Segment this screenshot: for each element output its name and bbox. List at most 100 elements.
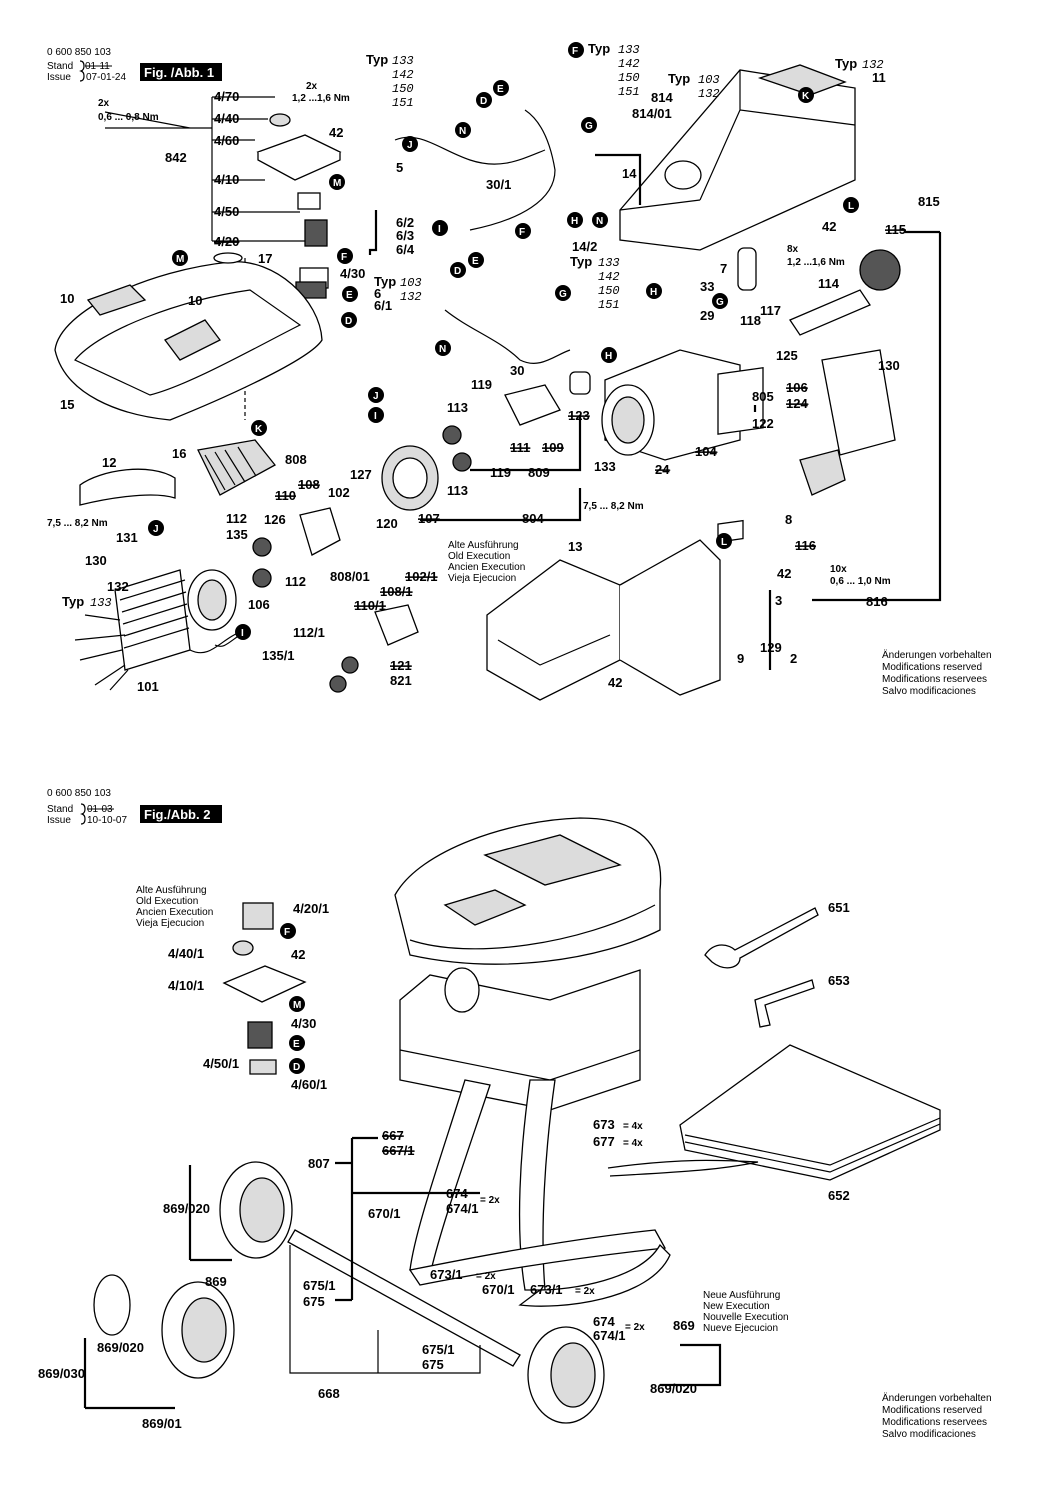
spanner bbox=[704, 907, 819, 969]
svg-text:Alte Ausführung: Alte Ausführung bbox=[448, 540, 519, 551]
label-651: 651 bbox=[828, 900, 850, 915]
typ-label-f: Typ bbox=[374, 274, 396, 289]
label-673: 673 bbox=[593, 1117, 615, 1132]
label-4-60: 4/60 bbox=[214, 133, 239, 148]
svg-text:Nueve Ejecucion: Nueve Ejecucion bbox=[703, 1323, 778, 1334]
svg-text:N: N bbox=[439, 344, 446, 355]
label-113-a: 113 bbox=[447, 400, 468, 415]
label-9: 9 bbox=[737, 651, 744, 666]
typ-b-3: 151 bbox=[618, 85, 640, 99]
label-674-a: 674 bbox=[446, 1186, 468, 1201]
svg-text:F: F bbox=[519, 227, 525, 238]
typ-b-2: 150 bbox=[618, 71, 640, 85]
svg-text:F: F bbox=[341, 252, 347, 263]
label-670-1-b: 670/1 bbox=[482, 1282, 515, 1297]
label-10b: 10 bbox=[188, 293, 202, 308]
label-653: 653 bbox=[828, 973, 850, 988]
bubble-h-3: H bbox=[646, 283, 662, 299]
bubble-f-2: F bbox=[337, 248, 353, 264]
label-821: 821 bbox=[390, 673, 412, 688]
label-12: 12 bbox=[102, 455, 116, 470]
svg-text:Vieja Ejecucion: Vieja Ejecucion bbox=[448, 573, 516, 584]
label-130-filter: 130 bbox=[878, 358, 900, 373]
label-4-10-1: 4/10/1 bbox=[168, 978, 204, 993]
torque-4: 7,5 ... 8,2 Nm bbox=[47, 518, 108, 529]
svg-text:F: F bbox=[572, 46, 578, 57]
svg-text:L: L bbox=[721, 537, 727, 548]
label-106-b: 106 bbox=[248, 597, 270, 612]
fig1-modifications-note: Änderungen vorbehalten Modifications res… bbox=[882, 649, 992, 697]
label-125: 125 bbox=[776, 348, 798, 363]
label-4-30: 4/30 bbox=[340, 266, 365, 281]
label-6-1: 6/1 bbox=[374, 298, 392, 313]
label-869-b: 869 bbox=[673, 1318, 695, 1333]
label-814-01: 814/01 bbox=[632, 106, 672, 121]
label-126: 126 bbox=[264, 512, 286, 527]
svg-text:K: K bbox=[802, 91, 810, 102]
bubble-e-3: E bbox=[468, 252, 484, 268]
label-869-a: 869 bbox=[205, 1274, 227, 1289]
svg-text:Old Execution: Old Execution bbox=[136, 896, 198, 907]
label-109: 109 bbox=[542, 440, 564, 455]
bubble-i-3: I bbox=[235, 624, 251, 640]
torque-6-qty: 10x bbox=[830, 564, 847, 575]
fig2-connector-bubbles: F M E D bbox=[280, 923, 305, 1074]
typ-label-d: Typ bbox=[835, 56, 857, 71]
svg-text:J: J bbox=[153, 524, 159, 535]
label-4-70: 4/70 bbox=[214, 89, 239, 104]
fig1-old-execution-note: Alte Ausführung Old Execution Ancien Exe… bbox=[448, 540, 525, 584]
fig2-stand-label: Stand bbox=[47, 804, 73, 815]
svg-text:Änderungen vorbehalten: Änderungen vorbehalten bbox=[882, 1392, 992, 1404]
label-111: 111 bbox=[510, 440, 530, 455]
svg-text:D: D bbox=[345, 316, 352, 327]
label-2: 2 bbox=[790, 651, 797, 666]
typ-d: 132 bbox=[862, 58, 884, 72]
label-135-1: 135/1 bbox=[262, 648, 295, 663]
label-667: 667 bbox=[382, 1128, 404, 1143]
label-667-1: 667/1 bbox=[382, 1143, 415, 1158]
fig1-issue-label: Issue bbox=[47, 72, 71, 83]
label-668: 668 bbox=[318, 1386, 340, 1401]
bubble-d-3: D bbox=[450, 262, 466, 278]
svg-text:Ancien Execution: Ancien Execution bbox=[136, 907, 213, 918]
bubble-i-1: I bbox=[432, 220, 448, 236]
typ-g: 133 bbox=[90, 596, 112, 610]
bubble-k-2: K bbox=[251, 420, 267, 436]
label-132: 132 bbox=[107, 579, 129, 594]
label-869-030: 869/030 bbox=[38, 1366, 85, 1381]
svg-text:Salvo modificaciones: Salvo modificaciones bbox=[882, 1429, 976, 1440]
label-124: 124 bbox=[786, 396, 808, 411]
bubble-f-fig2: F bbox=[280, 923, 296, 939]
svg-text:J: J bbox=[407, 140, 413, 151]
fig1-issue-date: 07-01-24 bbox=[86, 72, 126, 83]
label-677: 677 bbox=[593, 1134, 615, 1149]
label-869-020-b: 869/020 bbox=[97, 1340, 144, 1355]
label-673-1-b: 673/1 bbox=[530, 1282, 563, 1297]
bubble-i-2: I bbox=[368, 407, 384, 423]
bubble-g-3: G bbox=[712, 293, 728, 309]
hubcap bbox=[93, 1274, 131, 1336]
qty-674-a: = 2x bbox=[480, 1195, 500, 1206]
bubble-h-2: H bbox=[601, 347, 617, 363]
label-4-40-1: 4/40/1 bbox=[168, 946, 204, 961]
svg-text:E: E bbox=[472, 256, 479, 267]
typ-c-0: 103 bbox=[698, 73, 720, 87]
typ-f-1: 132 bbox=[400, 290, 422, 304]
svg-text:H: H bbox=[605, 351, 612, 362]
svg-text:F: F bbox=[284, 927, 290, 938]
torque-3: 1,2 ...1,6 Nm bbox=[787, 257, 845, 268]
label-42-bottom: 42 bbox=[608, 675, 622, 690]
svg-text:D: D bbox=[293, 1062, 300, 1073]
shredder-hopper bbox=[394, 817, 662, 965]
fig2-labels: Alte Ausführung Old Execution Ancien Exe… bbox=[38, 885, 992, 1440]
svg-text:Fig. /Abb. 1: Fig. /Abb. 1 bbox=[144, 65, 214, 80]
svg-text:Neue Ausführung: Neue Ausführung bbox=[703, 1290, 780, 1301]
svg-text:I: I bbox=[374, 411, 377, 422]
label-4-50: 4/50 bbox=[214, 204, 239, 219]
svg-text:Vieja Ejecucion: Vieja Ejecucion bbox=[136, 918, 204, 929]
label-842: 842 bbox=[165, 150, 187, 165]
bubble-g-1: G bbox=[581, 117, 597, 133]
label-674-b: 674 bbox=[593, 1314, 615, 1329]
svg-text:Alte Ausführung: Alte Ausführung bbox=[136, 885, 207, 896]
label-33: 33 bbox=[700, 279, 714, 294]
